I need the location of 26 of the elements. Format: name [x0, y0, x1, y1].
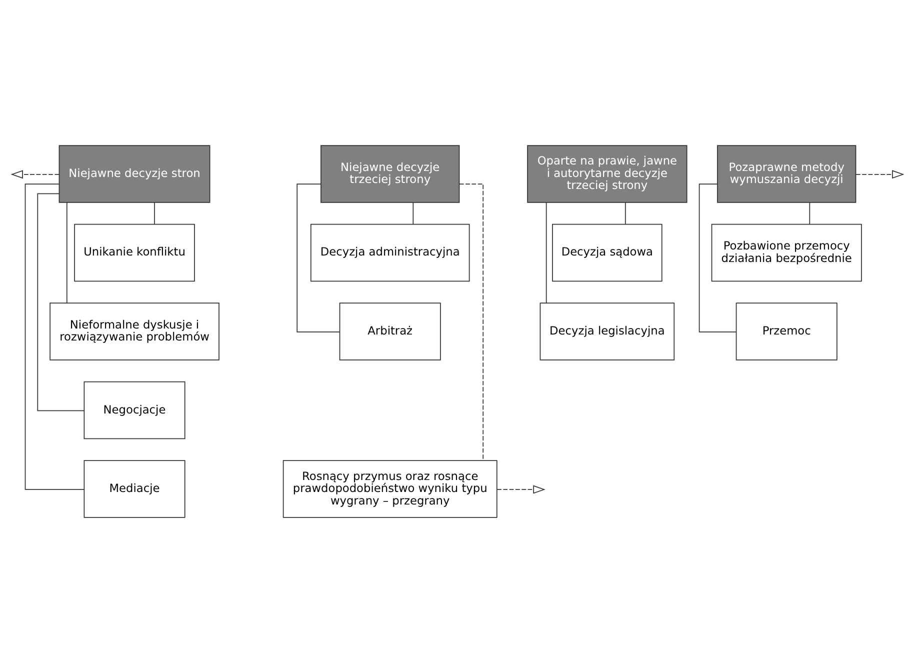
node-box: Pozaprawne metody wymuszania decyzji	[717, 145, 856, 203]
connector	[458, 184, 484, 461]
node-box: Decyzja administracyjna	[310, 224, 470, 282]
node-box: Arbitraż	[339, 302, 441, 360]
node-box: Pozbawione przemocy działania bezpośrednie	[711, 224, 862, 282]
node-box: Niejawne decyzje stron	[58, 145, 210, 203]
node-box: Negocjacje	[84, 381, 186, 440]
node-box: Decyzja sądowa	[552, 224, 662, 282]
connector	[24, 184, 84, 490]
node-box: Unikanie konfliktu	[74, 224, 195, 282]
connector	[412, 202, 414, 225]
connector	[546, 202, 547, 304]
connector	[809, 202, 810, 225]
node-box: Decyzja legislacyjna	[540, 302, 675, 360]
connector	[66, 202, 68, 304]
node-box: Nieformalne dyskusje i rozwiązywanie problemów	[50, 302, 220, 360]
connector	[296, 184, 340, 332]
connector	[698, 184, 736, 332]
node-box: Mediacje	[84, 460, 186, 518]
connector	[154, 202, 155, 225]
connector	[37, 193, 85, 412]
node-box: Przemoc	[736, 302, 838, 360]
node-box: Oparte na prawie, jawne i autorytarne decyzje trzeciej strony	[527, 145, 688, 203]
node-box: Niejawne decyzje trzeciej strony	[320, 145, 460, 203]
connector	[624, 202, 626, 225]
node-box: Rosnący przymus oraz rosnące prawdopodobieństwo wyniku typu wygrany – przegrany	[282, 460, 498, 518]
